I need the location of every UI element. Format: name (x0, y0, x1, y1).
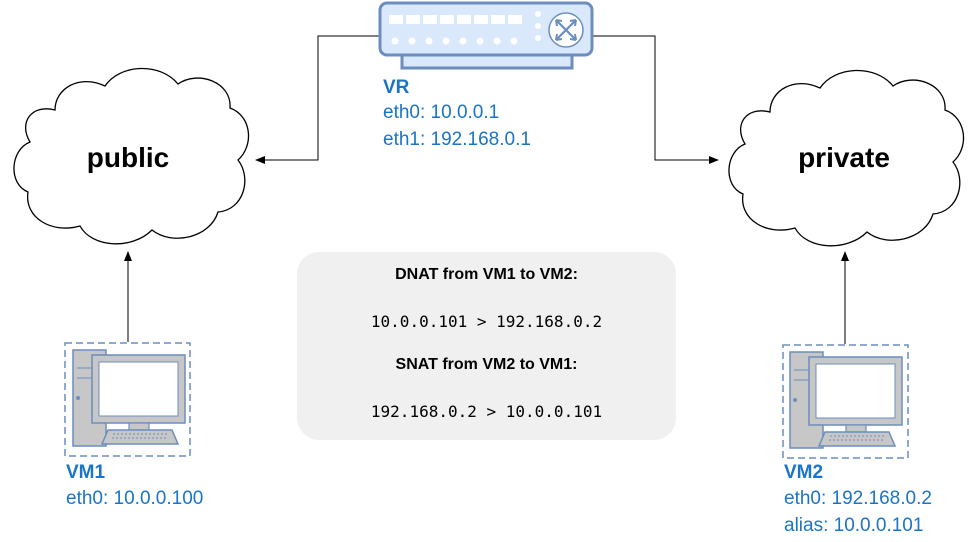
nat-rules-box: DNAT from VM1 to VM2: 10.0.0.101 > 192.1… (297, 252, 676, 440)
snat-rule: 192.168.0.2 > 10.0.0.101 (370, 402, 603, 421)
public-cloud-label: public (87, 142, 169, 173)
private-cloud-label: private (798, 142, 890, 173)
dnat-rule: 10.0.0.101 > 192.168.0.2 (370, 312, 603, 331)
vm2-eth0-address: eth0: 192.168.0.2 (784, 488, 932, 509)
vm2-keyboard (817, 431, 897, 447)
vm2-computer-icon (782, 344, 909, 459)
vm2-screen (815, 363, 896, 419)
router-icon (378, 1, 594, 70)
private-cloud-shape (728, 69, 965, 247)
router-eth1-address: eth1: 192.168.0.1 (383, 129, 531, 150)
router-switch-symbol (548, 12, 584, 48)
vm1-computer-icon (64, 342, 191, 457)
router-eth0-address: eth0: 10.0.0.1 (383, 102, 500, 123)
vm1-dashed-frame (64, 342, 191, 457)
connector-router-to-public (255, 35, 380, 164)
router-ports (389, 11, 541, 45)
public-cloud-shape (13, 67, 250, 245)
vm1-screen (98, 361, 179, 417)
vm2-alias-address: alias: 10.0.0.101 (784, 515, 924, 536)
vm2-dashed-frame (782, 344, 909, 459)
dnat-heading: DNAT from VM1 to VM2: (395, 266, 578, 283)
vm1-name: VM1 (66, 462, 106, 483)
vm1-eth0-address: eth0: 10.0.0.100 (66, 488, 204, 509)
router-name: VR (383, 77, 410, 98)
connector-router-to-private (592, 35, 719, 164)
vm2-name: VM2 (784, 462, 824, 483)
snat-heading: SNAT from VM2 to VM1: (395, 356, 578, 373)
public-cloud: public (13, 67, 250, 245)
private-cloud: private (728, 69, 965, 247)
vm1-keyboard (100, 429, 180, 445)
